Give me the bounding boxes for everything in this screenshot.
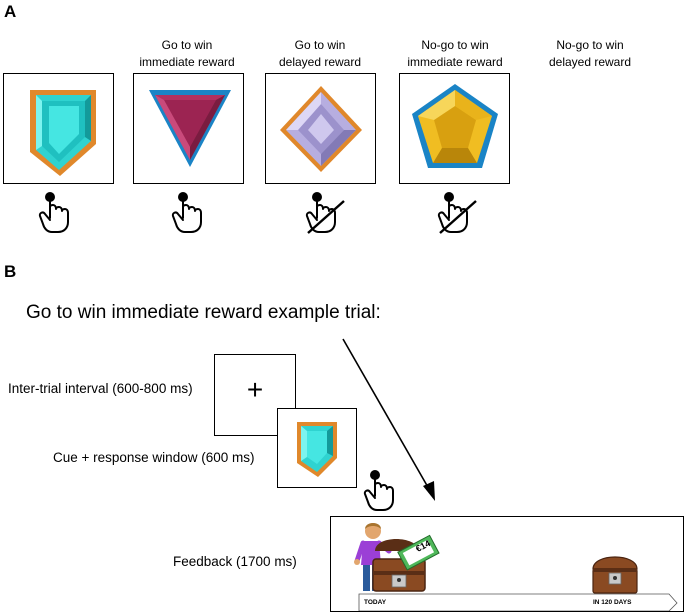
condition-3-line2: immediate reward — [407, 55, 503, 69]
pentagon-gem-cue — [412, 84, 498, 168]
triangle-gem-cue — [149, 90, 231, 167]
diamond-gem-cue — [280, 86, 362, 172]
closed-treasure-chest-icon — [592, 556, 638, 594]
condition-4-line2: delayed reward — [548, 55, 632, 69]
time-arrow-icon — [342, 338, 435, 501]
condition-2-line1: Go to win — [294, 38, 346, 52]
delay-label: IN 120 DAYS — [593, 599, 632, 606]
condition-1-line2: immediate reward — [139, 55, 235, 69]
panel-b-label: B — [4, 262, 17, 281]
feedback-scene — [354, 523, 678, 611]
go-response-hand-icon — [362, 466, 404, 512]
iti-label: Inter-trial interval (600-800 ms) — [8, 381, 193, 396]
condition-4-line1: No-go to win — [556, 38, 624, 52]
cue-frame — [277, 408, 357, 488]
today-label: TODAY — [364, 599, 387, 606]
condition-label-1: Go to win immediate reward — [112, 37, 262, 71]
fixation-cross: + — [246, 374, 264, 405]
go-response-hand-icon — [170, 188, 212, 234]
no-go-hand-icon — [436, 188, 478, 234]
hexagon-gem-cue — [297, 422, 337, 477]
cue-box-2 — [133, 73, 244, 184]
condition-2-line2: delayed reward — [278, 55, 362, 69]
go-response-hand-icon — [37, 188, 79, 234]
no-go-hand-icon — [304, 188, 346, 234]
trial-title: Go to win immediate reward example trial… — [26, 302, 381, 323]
hexagon-gem-cue — [30, 90, 96, 176]
condition-label-4: No-go to win delayed reward — [515, 37, 665, 71]
cue-box-3 — [265, 73, 376, 184]
cue-window-label: Cue + response window (600 ms) — [53, 450, 255, 465]
feedback-frame: €14 TODAY IN 120 DAYS — [330, 516, 684, 612]
feedback-label: Feedback (1700 ms) — [173, 554, 297, 569]
condition-label-2: Go to win delayed reward — [245, 37, 395, 71]
cue-box-1 — [3, 73, 114, 184]
condition-label-3: No-go to win immediate reward — [380, 37, 530, 71]
condition-1-line1: Go to win — [161, 38, 213, 52]
condition-3-line1: No-go to win — [421, 38, 489, 52]
cue-box-4 — [399, 73, 510, 184]
banknote-icon — [397, 534, 440, 571]
panel-a-label: A — [4, 2, 17, 21]
